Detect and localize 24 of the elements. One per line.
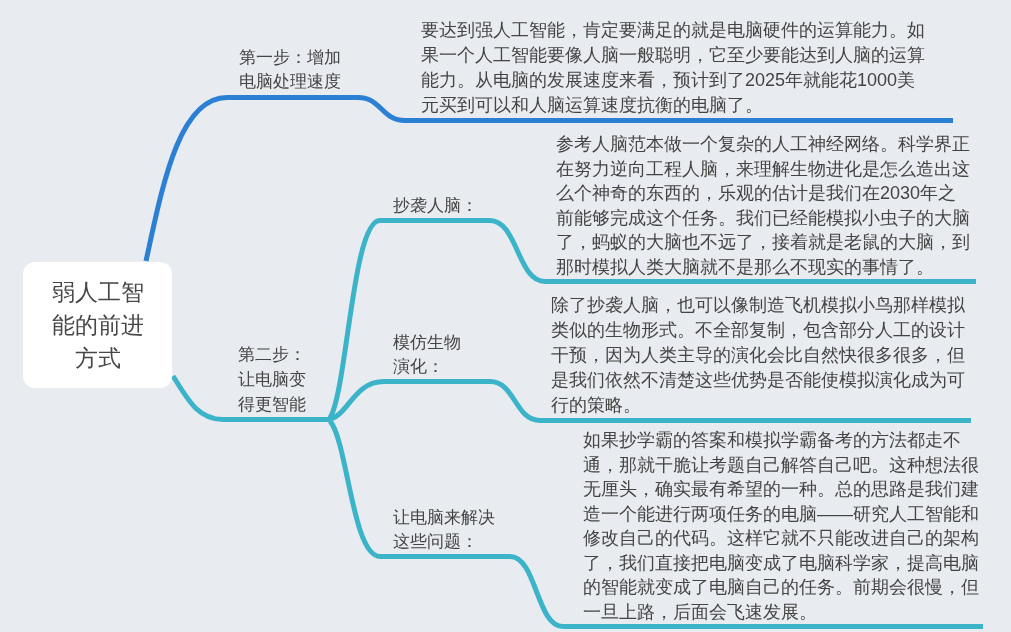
- topic-text: 要达到强人工智能，肯定要满足的就是电脑硬件的运算能力。如果一个人工智能要像人脑一般聪明，它至少要能达到人脑的运算能力。从电脑的发展速度来看，预计到了2025年就能花1000美元买到可以和人脑运算速度抗衡的电脑了。: [421, 19, 926, 117]
- topic-text: 参考人脑范本做一个复杂的人工神经网络。科学界正在努力逆向工程人脑，来理解生物进化是怎么造出这么个神奇的东西的，乐观的估计是我们在2030年之前能够完成这个任务。我们已经能模拟小虫子的大脑了，蚂蚁的大脑也不远了，接着就是老鼠的大脑，到那时模拟人类大脑就不是那么不现实的事情了。: [556, 133, 971, 279]
- branch-connector: [327, 218, 382, 419]
- underlined-topic: [227, 46, 358, 100]
- branch-connector: [327, 419, 381, 559]
- topic-text: 模仿生物演化：: [393, 332, 462, 378]
- branch-connector: [357, 95, 406, 123]
- branch-connector: [143, 95, 228, 262]
- topic-text: 第一步：增加电脑处理速度: [239, 47, 342, 93]
- topic-text: 如果抄学霸的答案和模拟学霸备考的方法都走不通，那就干脆让考题自己解答自己吧。这种想法很无厘头，确实最有希望的一种。总的思路是我们建造一个能进行两项任务的电脑——研究人工智能和修改自己的代码。这样它就不只能改进自己的架构了，我们直接把电脑变成了电脑科学家，提高电脑的智能就变成了电脑自己的任务。前期会很慢，但一旦上路，后面会飞速发展。: [583, 429, 980, 624]
- topic-text: 第二步：让电脑变得更智能: [238, 344, 307, 416]
- underlined-topic: [380, 506, 510, 559]
- branch-connector: [489, 379, 541, 423]
- branch-connector: [329, 379, 385, 422]
- branch-connector: [509, 554, 564, 629]
- central-topic-label: 弱人工智能的前进方式: [50, 277, 145, 373]
- topic-text: 让电脑来解决这些问题：: [393, 507, 496, 553]
- underlined-topic: [380, 194, 490, 223]
- branch-connector: [489, 218, 546, 284]
- topic-text: 抄袭人脑：: [393, 195, 479, 217]
- branch-connector: [170, 374, 224, 422]
- underlined-topic: [384, 331, 490, 384]
- central-topic-box: [23, 262, 172, 388]
- topic-text: 除了抄袭人脑，也可以像制造飞机模拟小鸟那样模拟类似的生物形式。不全部复制，包含部分人工的设计干预，因为人类主导的演化会比自然快很多很多，但是我们依然不清楚这些优势是否能使模拟演化成为可行的策略。: [551, 294, 966, 417]
